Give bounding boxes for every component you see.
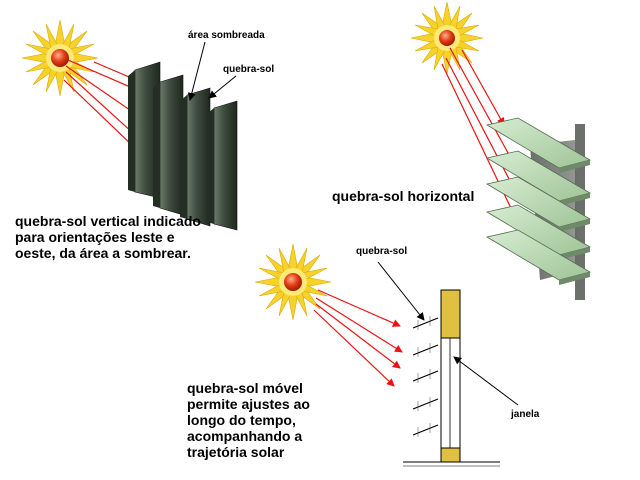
wall-section	[403, 289, 500, 467]
sun-icon	[254, 243, 332, 321]
label-sunshade-top: quebra-sol	[223, 64, 275, 75]
sun-icon	[410, 1, 484, 75]
horizontal-sunshade	[485, 117, 592, 300]
label-vertical-description: quebra-sol vertical indicado para orient…	[15, 213, 201, 261]
sun-icon	[21, 19, 99, 97]
sun-rays-movable	[313, 289, 403, 387]
vertical-sunshade	[128, 61, 238, 231]
label-sunshade-bottom: quebra-sol	[356, 246, 408, 257]
label-shaded-area: área sombreada	[188, 30, 265, 41]
label-movable-description: quebra-sol móvel permite ajustes ao long…	[187, 380, 310, 460]
label-horizontal-sunshade: quebra-sol horizontal	[332, 188, 475, 204]
movable-sunshade-louvres	[412, 316, 439, 437]
annotation-arrows-top	[187, 41, 237, 101]
annotation-arrows-bottom	[377, 261, 519, 406]
label-window: janela	[511, 409, 540, 420]
